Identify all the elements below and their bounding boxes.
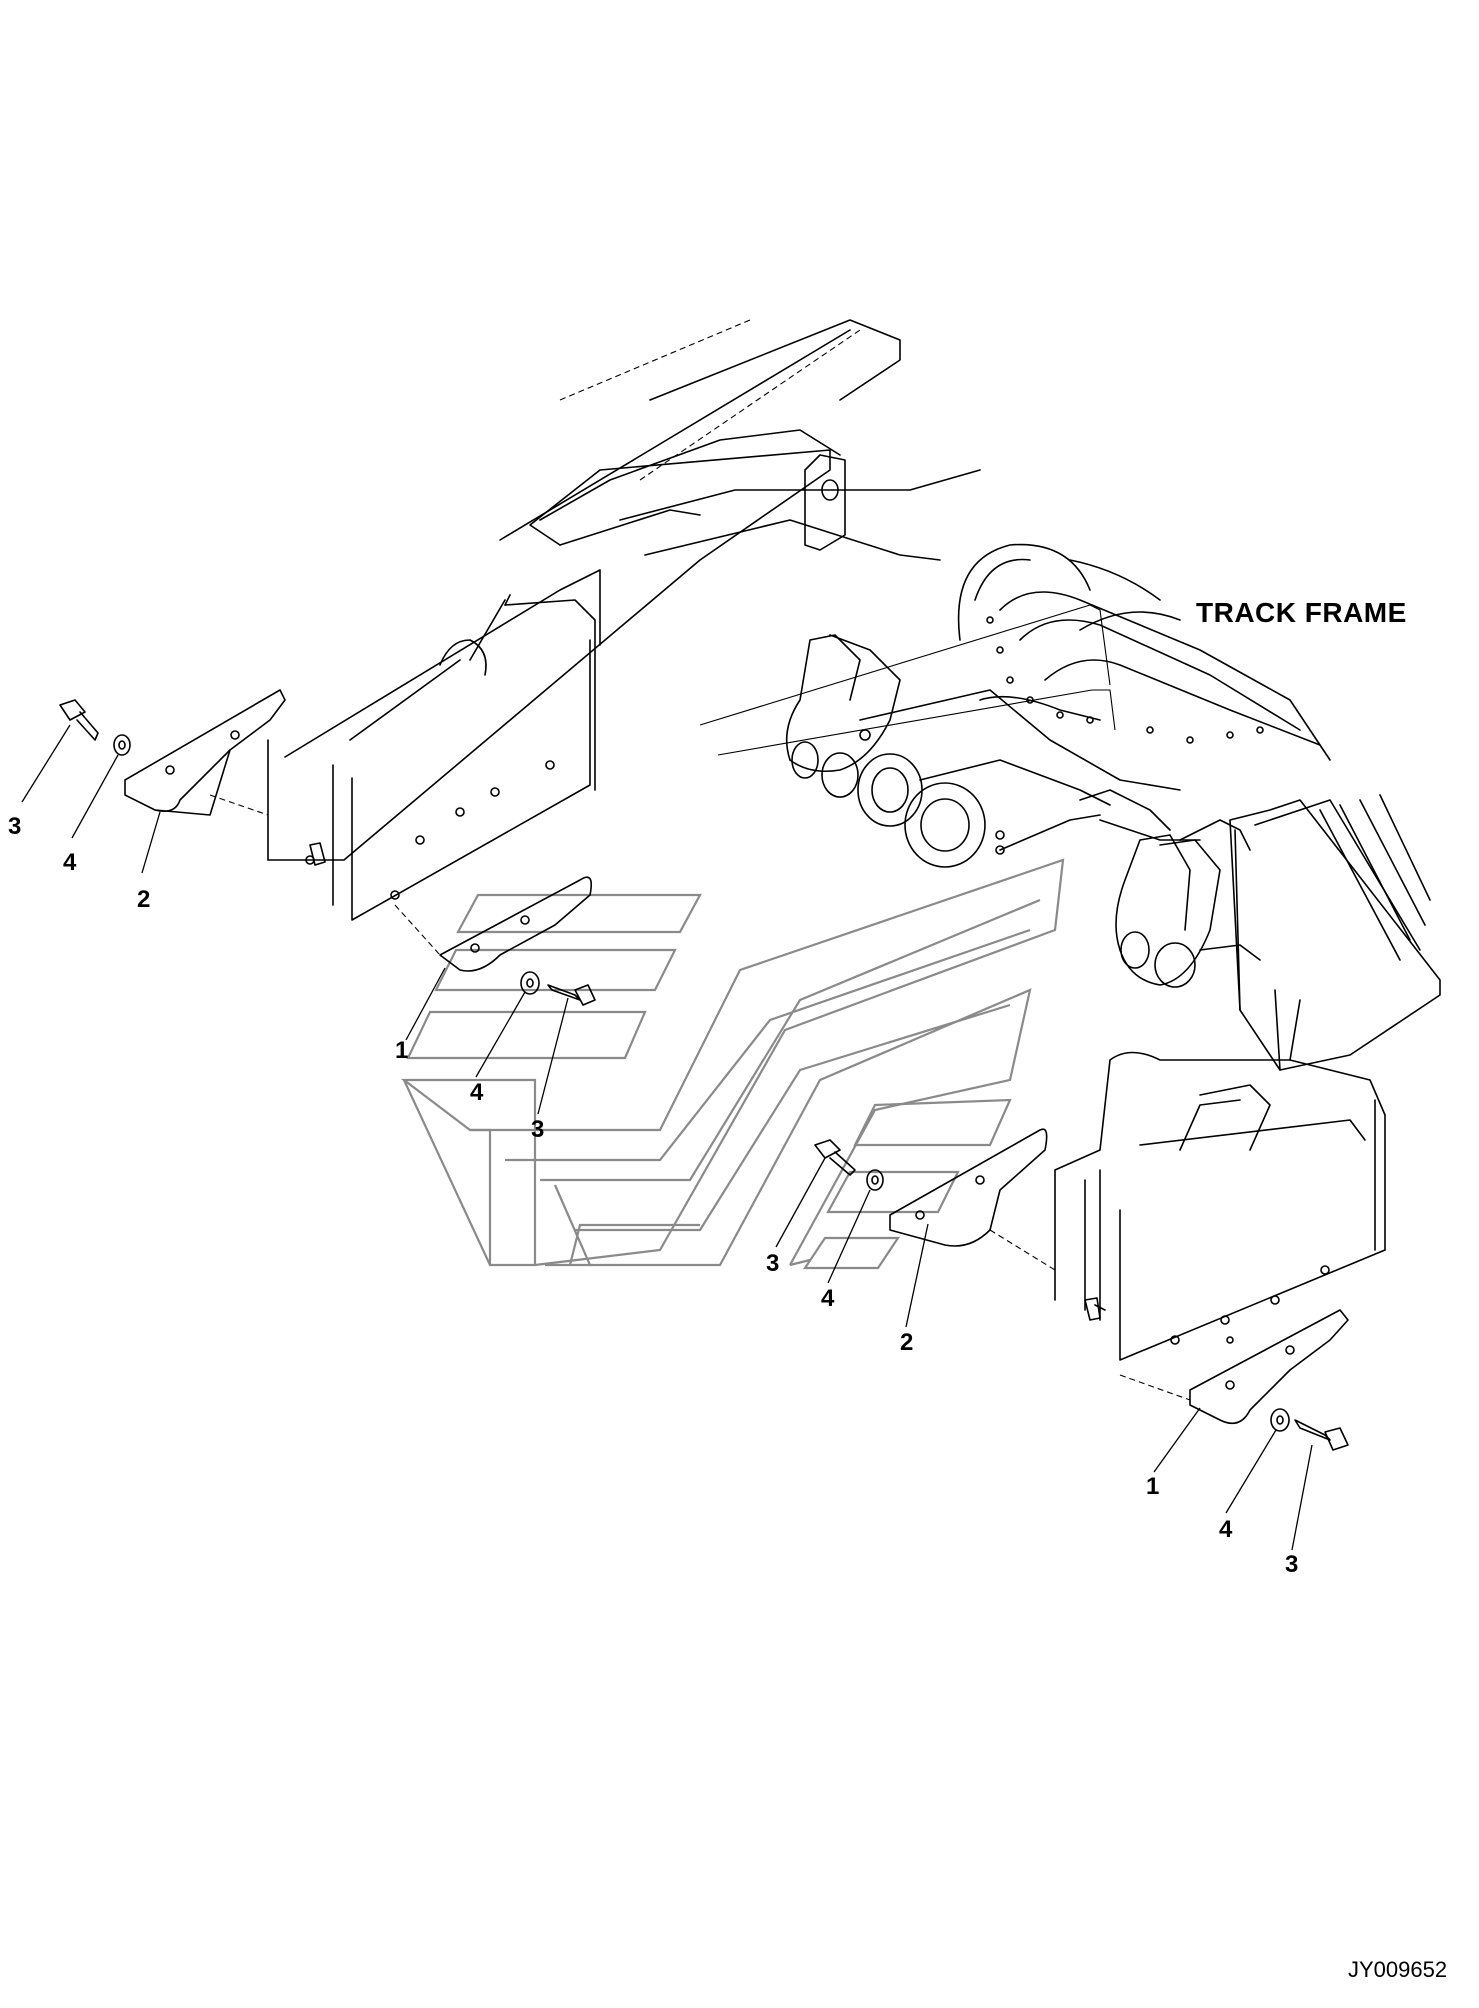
callout-washer: 4 bbox=[63, 849, 77, 876]
callout-bolt: 3 bbox=[8, 813, 21, 840]
lower-right-bracket-hardware bbox=[1119, 1309, 1349, 1451]
brand-chevron-decal bbox=[400, 604, 1116, 1270]
callout-bracket: 2 bbox=[137, 886, 150, 913]
center-frame bbox=[785, 543, 1331, 988]
leader-lines bbox=[21, 724, 1313, 1551]
left-track-frame-beam bbox=[267, 319, 981, 921]
drawing-id: JY009652 bbox=[1348, 1957, 1448, 1982]
right-track-frame-beam bbox=[1054, 794, 1441, 1361]
upper-left-bracket-hardware bbox=[59, 689, 286, 816]
track-frame-heading: TRACK FRAME bbox=[1196, 597, 1407, 628]
callout-washer: 4 bbox=[1219, 1516, 1233, 1543]
callout-washer: 4 bbox=[470, 1079, 484, 1106]
callout-bracket: 1 bbox=[1146, 1473, 1159, 1500]
center-bracket-hardware bbox=[394, 876, 596, 1006]
callout-bolt: 3 bbox=[531, 1116, 544, 1143]
callout-labels: 3 4 2 1 4 3 3 4 2 1 4 3 bbox=[8, 813, 1298, 1578]
lower-center-bracket-hardware bbox=[814, 1128, 1056, 1271]
callout-bracket: 1 bbox=[395, 1037, 408, 1064]
callout-bolt: 3 bbox=[1285, 1551, 1298, 1578]
callout-bracket: 2 bbox=[900, 1329, 913, 1356]
callout-washer: 4 bbox=[821, 1285, 835, 1312]
callout-bolt: 3 bbox=[766, 1250, 779, 1277]
